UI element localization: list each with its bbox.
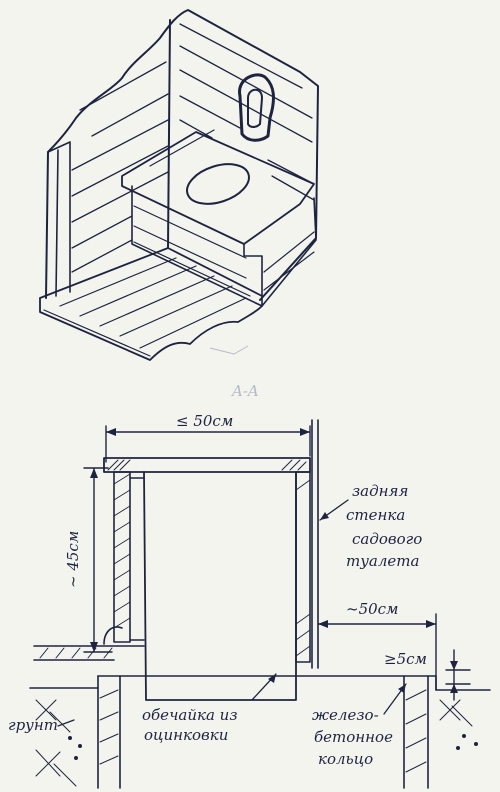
svg-text:оцинковки: оцинковки [144,726,228,744]
floor-boards [39,247,263,361]
callout-shell: обечайка из оцинковки [142,706,238,744]
dim-height: ~ 45см [64,531,82,588]
box-wall-right [295,471,311,663]
seat-hole-icon [186,163,250,205]
left-post [47,141,71,297]
dim-top-width: ≤ 50см [176,412,233,430]
callout-ground: грунт [8,716,58,734]
callout-back-wall: задняя стенка садового туалета [346,482,422,570]
callout-ring: железо- бетонное кольцо [312,706,393,768]
svg-text:обечайка из: обечайка из [142,706,238,724]
dim-raise: ≥5см [384,650,427,668]
concrete-ring [97,675,429,789]
seat-plank [103,457,311,473]
dim-offset: ~50см [346,600,399,618]
galvanized-shell [143,471,297,701]
back-wall-line [311,419,319,669]
svg-text:железо-: железо- [312,706,379,724]
isometric-toilet-view [39,9,319,361]
svg-text:кольцо: кольцо [318,750,373,768]
box-wall-left [113,471,131,643]
right-wall-planks [179,23,315,201]
ground-line [29,675,491,691]
svg-text:туалета: туалета [346,552,419,570]
seat-box [121,131,315,245]
section-view: ≤ 50см ~ 45см ~50см [29,412,491,789]
svg-text:стенка: стенка [346,506,405,524]
soil-hatching [35,699,473,787]
lid-hanger-icon [238,73,275,142]
left-wall-planks [71,61,169,273]
svg-text:садового: садового [352,530,422,548]
svg-text:бетонное: бетонное [314,728,393,746]
section-label: A-A [230,382,259,400]
back-wall-outline [45,9,319,301]
svg-text:задняя: задняя [352,482,408,500]
